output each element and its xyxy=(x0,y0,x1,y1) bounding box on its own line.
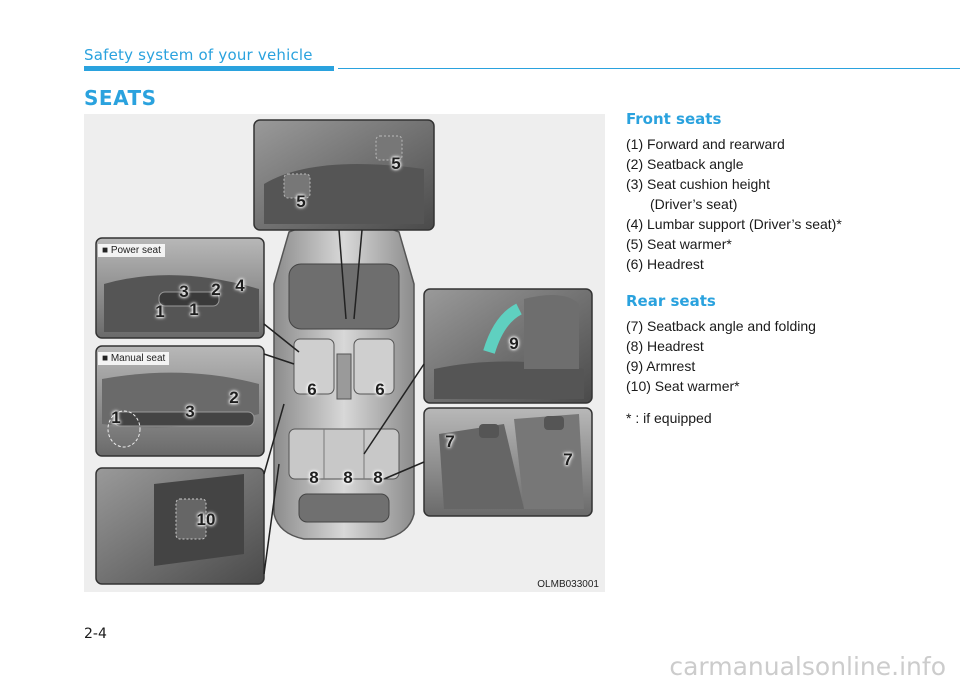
inset-armrest xyxy=(363,288,593,455)
list-item: (2) Seatback angle xyxy=(626,156,744,172)
header-rule-thick xyxy=(84,66,334,71)
list-item-continuation: (Driver’s seat) xyxy=(626,194,946,214)
list-item: (1) Forward and rearward xyxy=(626,136,785,152)
list-item: (4) Lumbar support (Driver’s seat)* xyxy=(626,216,842,232)
callout: 6 xyxy=(375,380,385,399)
rear-seats-list: (7) Seatback angle and folding (8) Headr… xyxy=(626,316,946,396)
callout: 3 xyxy=(179,282,189,301)
spacer xyxy=(626,274,946,292)
list-item: (6) Headrest xyxy=(626,256,704,272)
watermark: carmanualsonline.info xyxy=(669,652,946,681)
list-item: (7) Seatback angle and folding xyxy=(626,318,816,334)
callout: 2 xyxy=(211,280,221,299)
page-number: 2-4 xyxy=(84,626,107,642)
callout: 3 xyxy=(185,402,195,421)
rear-seats-heading: Rear seats xyxy=(626,292,716,310)
callout: 7 xyxy=(563,450,573,469)
section-header: Safety system of your vehicle xyxy=(84,46,313,64)
inset-seat-warmer-rear xyxy=(95,403,285,585)
callout: 1 xyxy=(155,302,165,321)
car-top-view xyxy=(273,219,415,540)
figure-code: OLMB033001 xyxy=(537,579,599,590)
front-seats-list: (1) Forward and rearward (2) Seatback an… xyxy=(626,134,946,274)
callout: 6 xyxy=(307,380,317,399)
page-title: SEATS xyxy=(84,86,157,110)
callout: 5 xyxy=(391,154,401,173)
manual-seat-label: ■ Manual seat xyxy=(98,352,170,365)
front-seats-heading: Front seats xyxy=(626,110,722,128)
list-item-continuation-text: (Driver’s seat) xyxy=(650,196,738,212)
callout: 8 xyxy=(309,468,319,487)
list-item: (9) Armrest xyxy=(626,358,696,374)
power-seat-label: ■ Power seat xyxy=(98,244,165,257)
callout: 4 xyxy=(235,276,245,295)
seats-figure: ■ Power seat ■ Manual seat 1 1 3 2 4 1 3… xyxy=(84,114,605,592)
callout: 1 xyxy=(189,300,199,319)
callout: 9 xyxy=(509,334,519,353)
callout: 2 xyxy=(229,388,239,407)
inset-rear-seats xyxy=(383,407,593,517)
callout: 10 xyxy=(196,510,216,529)
footnote: * : if equipped xyxy=(626,410,712,426)
header-rule-thin xyxy=(338,68,960,69)
inset-manual-seat xyxy=(95,345,295,457)
list-item: (8) Headrest xyxy=(626,338,704,354)
list-item: (5) Seat warmer* xyxy=(626,236,732,252)
list-item: (3) Seat cushion height xyxy=(626,176,770,192)
callout: 5 xyxy=(296,192,306,211)
callout: 8 xyxy=(343,468,353,487)
inset-power-seat xyxy=(95,237,300,353)
inset-seat-warmer-front xyxy=(253,119,435,320)
callout: 7 xyxy=(445,432,455,451)
list-item: (10) Seat warmer* xyxy=(626,378,740,394)
callout: 8 xyxy=(373,468,383,487)
callout: 1 xyxy=(111,408,121,427)
seat-legend: Front seats (1) Forward and rearward (2)… xyxy=(626,110,946,428)
seats-illustration xyxy=(95,119,593,585)
